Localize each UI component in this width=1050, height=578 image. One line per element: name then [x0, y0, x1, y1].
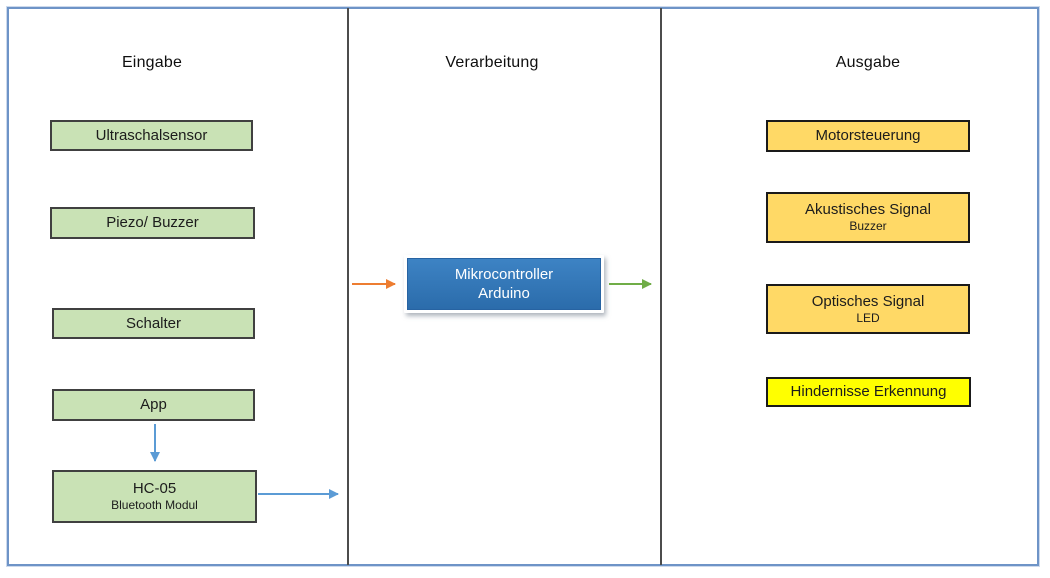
column-header-output: Ausgabe	[835, 54, 901, 71]
node-microcontroller-body: Mikrocontroller Arduino	[407, 258, 601, 310]
node-label: App	[140, 396, 167, 413]
node-ultrasonic-sensor: Ultraschalsensor	[50, 120, 253, 151]
node-label: Akustisches Signal	[805, 201, 931, 219]
node-label: Piezo/ Buzzer	[106, 214, 199, 231]
node-label: Optisches Signal	[811, 292, 925, 310]
column-header-input: Eingabe	[121, 54, 183, 71]
node-label: Motorsteuerung	[815, 127, 921, 144]
node-sublabel: Bluetooth Modul	[111, 498, 198, 513]
node-label-line2: Arduino	[478, 285, 530, 302]
node-obstacle-detection: Hindernisse Erkennung	[766, 377, 971, 407]
node-microcontroller-arduino: Mikrocontroller Arduino	[404, 255, 604, 313]
node-label: Hindernisse Erkennung	[790, 383, 947, 400]
node-motor-control: Motorsteuerung	[766, 120, 970, 152]
node-label: HC-05	[132, 480, 177, 498]
diagram-outer-frame	[7, 7, 1039, 566]
column-divider-processing-output	[660, 8, 662, 565]
node-piezo-buzzer: Piezo/ Buzzer	[50, 207, 255, 239]
column-divider-input-processing	[347, 8, 349, 565]
node-label: Schalter	[125, 314, 182, 332]
node-sublabel: LED	[856, 310, 880, 325]
node-app: App	[52, 389, 255, 421]
column-header-processing: Verarbeitung	[445, 54, 539, 71]
node-switch: Schalter	[52, 308, 255, 339]
node-hc05-bluetooth: HC-05 Bluetooth Modul	[52, 470, 257, 523]
node-label-line1: Mikrocontroller	[454, 265, 554, 283]
node-optical-signal: Optisches Signal LED	[766, 284, 970, 334]
node-sublabel: Buzzer	[849, 219, 887, 234]
node-label: Ultraschalsensor	[95, 126, 208, 144]
node-acoustic-signal: Akustisches Signal Buzzer	[766, 192, 970, 243]
